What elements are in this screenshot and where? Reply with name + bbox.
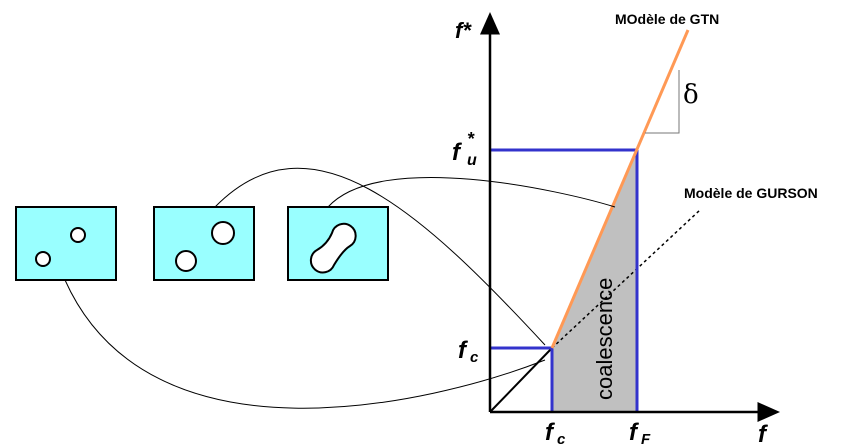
gurson-dotted-line [551,209,701,349]
coalescence-label: coalescence [592,278,617,400]
y-axis-label: f* [455,18,472,43]
svg-text:f: f [452,139,462,166]
gurson-model-label: Modèle de GURSON [684,185,818,201]
ff-bottom-label: f F [629,419,651,445]
cell-coalesced-voids [287,206,389,281]
svg-text:*: * [467,129,475,149]
svg-text:f: f [629,419,639,445]
fu-label: f * u [452,129,477,169]
svg-text:c: c [470,349,479,366]
coalescence-region [552,150,637,412]
cell-two-voids [15,206,117,281]
initial-growth-line [489,347,553,413]
blue-guide-lines [490,148,639,412]
x-axis-label: f [758,421,768,445]
fc-bottom-label: f c [545,419,566,445]
slope-triangle [645,70,680,134]
gtn-orange-line [550,29,690,349]
fc-left-label: f c [458,337,479,366]
svg-text:f: f [458,337,468,364]
gtn-model-label: MOdèle de GTN [615,11,719,27]
svg-text:F: F [641,431,651,445]
svg-text:f: f [545,419,555,445]
connector-curves [64,167,616,409]
svg-text:c: c [557,431,566,445]
svg-text:u: u [467,152,477,169]
delta-label: δ [683,80,699,110]
cell-grown-voids [153,206,255,281]
